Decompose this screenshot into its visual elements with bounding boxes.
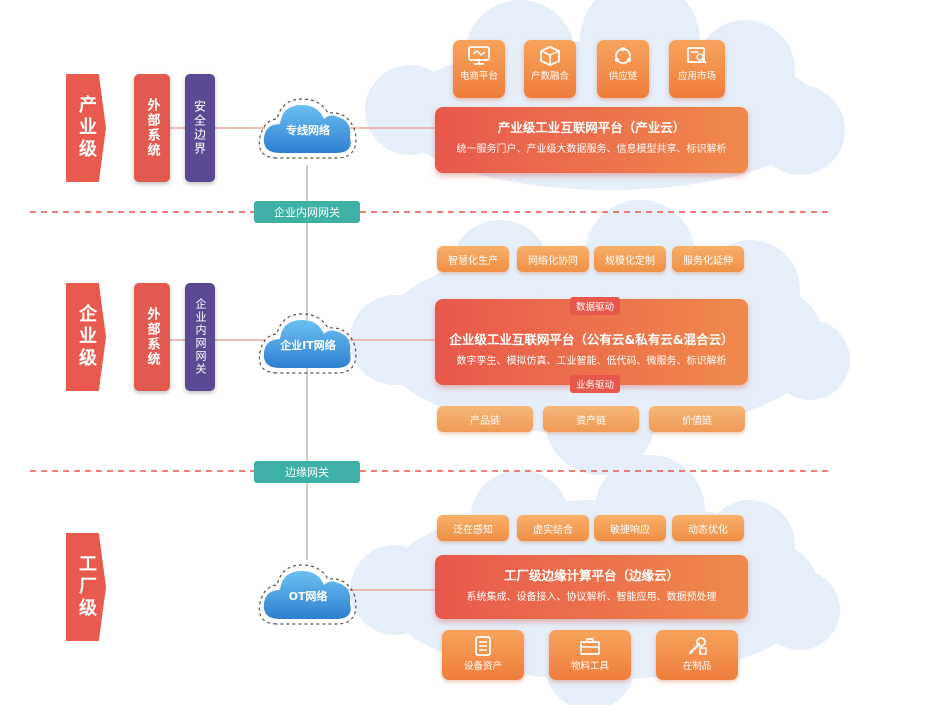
wrench-icon [688,637,707,655]
tile-data-industry-fusion: 产数融合 [524,40,576,98]
tile-label: 应用市场 [677,71,716,82]
factory-platform-subtitle: 系统集成、设备接入、协议解析、智能应用、数据预处理 [466,592,717,603]
tile-ecommerce: 电商平台 [453,40,505,98]
enterprise-intranet-gateway-box: 企业内网网关 [185,283,215,391]
tile-label: 在制品 [682,661,712,672]
chip-product-chain: 产品链 [437,406,533,432]
level-tag-enterprise: 企业级 [66,283,106,391]
industry-platform: 产业级工业互联网平台（产业云） 统一服务门户、产业级大数据服务、信息模型共享、标… [435,107,748,173]
chip-dynamic-optimization: 动态优化 [672,515,744,541]
toolbox-icon [580,638,600,655]
tile-label: 电商平台 [459,71,498,82]
level-tag-factory: 工厂级 [66,533,106,641]
ot-network-label: OT网络 [288,590,328,603]
chip-service-extension: 服务化延伸 [672,246,744,272]
industry-platform-subtitle: 统一服务门户、产业级大数据服务、信息模型共享、标识解析 [456,144,727,155]
tile-app-market: 应用市场 [669,40,725,98]
chip-agile-response: 敏捷响应 [594,515,666,541]
tile-materials-tools: 物料工具 [549,630,631,680]
cube-icon [540,46,560,66]
chip-value-chain: 价值链 [649,406,745,432]
flow-tag-data-driven: 数据驱动 [570,297,621,315]
edge-gateway: 边缘网关 [254,461,360,483]
intranet-gateway: 企业内网网关 [254,201,360,223]
chip-networked-collaboration: 网络化协同 [517,246,589,272]
external-system-box: 外部系统 [134,74,170,182]
enterprise-platform: 企业级工业互联网平台（公有云&私有云&混合云） 数字孪生、模拟仿真、工业智能、低… [435,299,748,385]
chip-virtual-real-combination: 虚实结合 [517,515,589,541]
server-icon [475,636,491,656]
tile-label: 供应链 [608,71,638,82]
enterprise-platform-subtitle: 数字孪生、模拟仿真、工业智能、低代码、微服务、标识解析 [456,356,727,367]
flow-tag-business-driven: 业务驱动 [570,375,621,393]
level-tag-industry: 产业级 [66,74,106,182]
tile-label: 物料工具 [570,661,609,672]
monitor-icon [468,46,490,65]
security-boundary-box: 安全边界 [185,74,215,182]
external-system-box: 外部系统 [134,283,170,391]
refresh-cycle-icon [615,47,631,64]
tile-label: 设备资产 [463,661,502,672]
enterprise-platform-title: 企业级工业互联网平台（公有云&私有云&混合云） [449,332,734,347]
chip-asset-chain: 资产链 [543,406,639,432]
chip-ubiquitous-sensing: 泛在感知 [437,515,509,541]
chip-smart-production: 智慧化生产 [437,246,509,272]
tile-supply-chain: 供应链 [597,40,649,98]
tile-equipment-assets: 设备资产 [442,630,524,680]
app-store-icon [687,47,707,64]
factory-platform: 工厂级边缘计算平台（边缘云） 系统集成、设备接入、协议解析、智能应用、数据预处理 [435,555,748,619]
industry-platform-title: 产业级工业互联网平台（产业云） [497,120,686,135]
factory-platform-title: 工厂级边缘计算平台（边缘云） [503,568,679,583]
dedicated-network-label: 专线网络 [286,124,330,137]
tile-work-in-progress: 在制品 [656,630,738,680]
enterprise-it-network-label: 企业IT网络 [280,339,336,352]
tile-label: 产数融合 [530,71,569,82]
chip-scaled-customization: 规模化定制 [594,246,666,272]
